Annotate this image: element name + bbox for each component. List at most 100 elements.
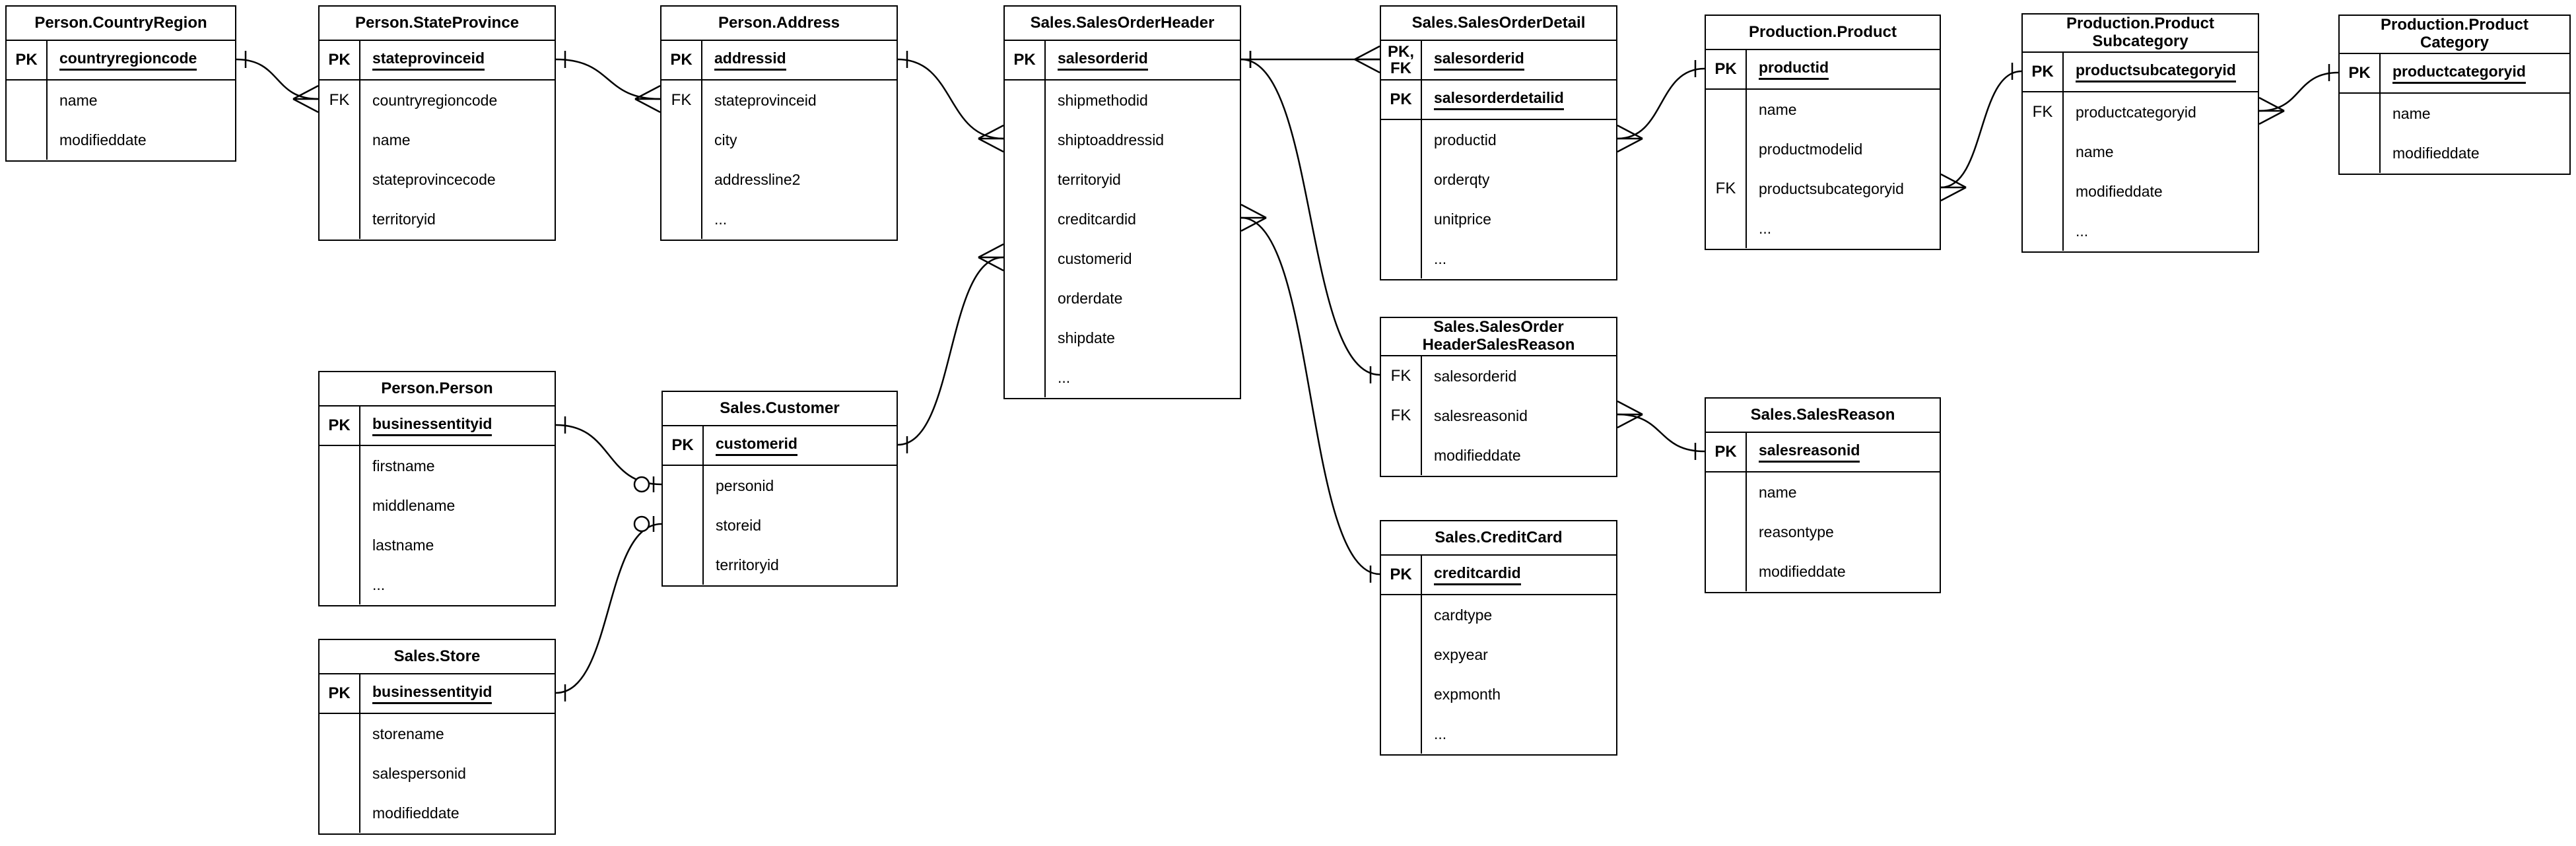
relationship-customer-salesorderheader[interactable] xyxy=(897,243,1004,453)
relationship-store-customer[interactable] xyxy=(555,515,662,701)
relationship-line[interactable] xyxy=(1940,70,2022,189)
field-name: salesorderid xyxy=(1434,49,1524,71)
key-badge xyxy=(1381,199,1422,239)
field-name: countryregioncode xyxy=(59,49,197,71)
table-row: stateprovincecode xyxy=(320,160,555,199)
cardinality-marker-many xyxy=(1354,45,1380,74)
table-title: Production.Product Category xyxy=(2340,16,2569,54)
field-name: businessentityid xyxy=(372,683,492,704)
field-name: orderqty xyxy=(1434,170,1490,188)
field-name: salesorderdetailid xyxy=(1434,89,1564,110)
table-row: city xyxy=(661,120,897,160)
table-row: ... xyxy=(1005,358,1240,397)
field-name: ... xyxy=(1058,368,1071,386)
field-name: productid xyxy=(1759,59,1829,80)
field-name: salesreasonid xyxy=(1759,441,1860,463)
field-name: territoryid xyxy=(372,210,436,228)
key-badge xyxy=(663,545,704,585)
table-row: PK, FK salesorderid xyxy=(1381,41,1616,81)
cardinality-marker-zero-or-one xyxy=(633,476,655,493)
key-badge xyxy=(1005,81,1046,120)
relationship-salesorderdetail-product[interactable] xyxy=(1617,60,1705,153)
key-badge: PK xyxy=(2340,54,2381,92)
relationship-person-customer[interactable] xyxy=(555,416,662,493)
key-badge: PK xyxy=(1005,41,1046,79)
relationship-line[interactable] xyxy=(555,424,662,486)
key-badge xyxy=(7,81,48,120)
relationship-product-productsubcategory[interactable] xyxy=(1940,63,2022,202)
key-badge: FK xyxy=(2023,92,2064,132)
field-name: personid xyxy=(716,476,774,494)
relationship-line[interactable] xyxy=(1617,67,1705,140)
field-name: salesreasonid xyxy=(1434,407,1528,424)
key-badge: PK, FK xyxy=(1381,41,1422,79)
relationship-line[interactable] xyxy=(555,58,661,100)
relationship-productsubcategory-productcategory[interactable] xyxy=(2258,64,2339,125)
relationship-sohsalesreason-salesreason[interactable] xyxy=(1617,400,1705,460)
relationship-line[interactable] xyxy=(1240,216,1380,575)
key-badge xyxy=(1005,199,1046,239)
key-badge xyxy=(1381,436,1422,475)
key-badge: PK xyxy=(320,407,360,445)
table-row: PK salesorderid xyxy=(1005,41,1240,81)
cardinality-marker-many xyxy=(292,84,319,114)
field-name: shipdate xyxy=(1058,329,1115,346)
cardinality-marker-many xyxy=(1240,203,1267,232)
field-name: middlename xyxy=(372,496,456,514)
key-badge xyxy=(1381,635,1422,674)
relationship-line[interactable] xyxy=(897,256,1004,446)
field-name: creditcardid xyxy=(1058,210,1136,228)
relationship-line[interactable] xyxy=(897,58,1004,140)
key-badge xyxy=(320,486,360,525)
relationship-line[interactable] xyxy=(236,58,319,100)
cardinality-marker-many xyxy=(2258,96,2285,125)
key-badge xyxy=(1381,674,1422,714)
field-name: salesorderid xyxy=(1058,49,1148,71)
field-name: storename xyxy=(372,725,444,742)
relationship-line[interactable] xyxy=(1240,58,1380,376)
relationship-line[interactable] xyxy=(1617,413,1705,453)
key-badge xyxy=(1706,129,1747,169)
table-row: shipdate xyxy=(1005,318,1240,358)
field-name: modifieddate xyxy=(1434,446,1521,464)
field-name: modifieddate xyxy=(2392,144,2480,162)
relationship-stateprovince-address[interactable] xyxy=(555,51,661,114)
field-name: modifieddate xyxy=(59,131,147,148)
key-badge xyxy=(1005,120,1046,160)
relationship-address-salesorderheader[interactable] xyxy=(897,51,1004,153)
table-row: name xyxy=(2023,132,2258,172)
key-badge xyxy=(320,793,360,833)
table-row: ... xyxy=(320,565,555,604)
relationship-salesorderheader-sohsalesreason[interactable] xyxy=(1240,51,1380,383)
relationship-countryregion-stateprovince[interactable] xyxy=(236,51,319,114)
field-name: addressid xyxy=(714,49,786,71)
relationship-salesorderheader-creditcard[interactable] xyxy=(1240,203,1380,583)
table-row: unitprice xyxy=(1381,199,1616,239)
key-badge xyxy=(1706,512,1747,552)
table-row: territoryid xyxy=(320,199,555,239)
field-name: stateprovinceid xyxy=(714,91,817,109)
key-badge xyxy=(1381,120,1422,160)
relationship-line[interactable] xyxy=(2258,71,2339,112)
cardinality-marker-many xyxy=(1617,124,1643,153)
relationship-line[interactable] xyxy=(555,523,662,694)
table-row: name xyxy=(320,120,555,160)
